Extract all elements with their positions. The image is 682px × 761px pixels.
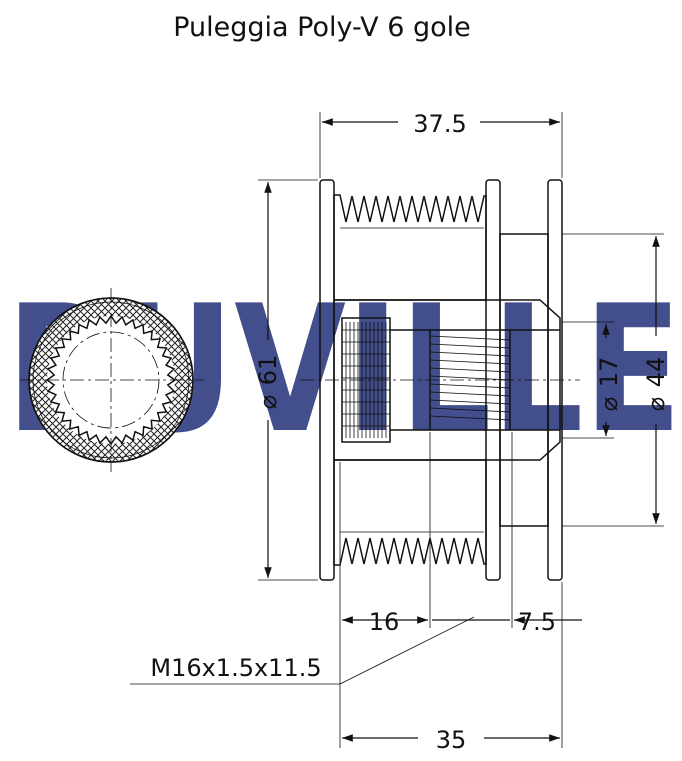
side-view <box>300 179 580 581</box>
dim-overall-length: 37.5 <box>413 110 466 138</box>
drawing-title: Puleggia Poly-V 6 gole <box>173 12 471 43</box>
dim-length-right: 7.5 <box>518 608 556 636</box>
dim-outer-diameter: 61 <box>254 355 282 386</box>
dim-hub-diameter: 44 <box>642 357 670 388</box>
dim-length-total: 35 <box>436 726 467 754</box>
end-view <box>20 288 204 472</box>
dim-bore-diameter: 17 <box>595 357 623 388</box>
dim-bore-diameter-symbol: ⌀ <box>595 397 623 411</box>
dim-hub-diameter-symbol: ⌀ <box>642 397 670 411</box>
thread-spec: M16x1.5x11.5 <box>150 654 321 682</box>
dim-outer-diameter-symbol: ⌀ <box>254 395 282 409</box>
dimensions: 37.5 ⌀ 61 ⌀ 17 ⌀ 44 <box>130 110 670 754</box>
dim-length-left: 16 <box>369 608 400 636</box>
